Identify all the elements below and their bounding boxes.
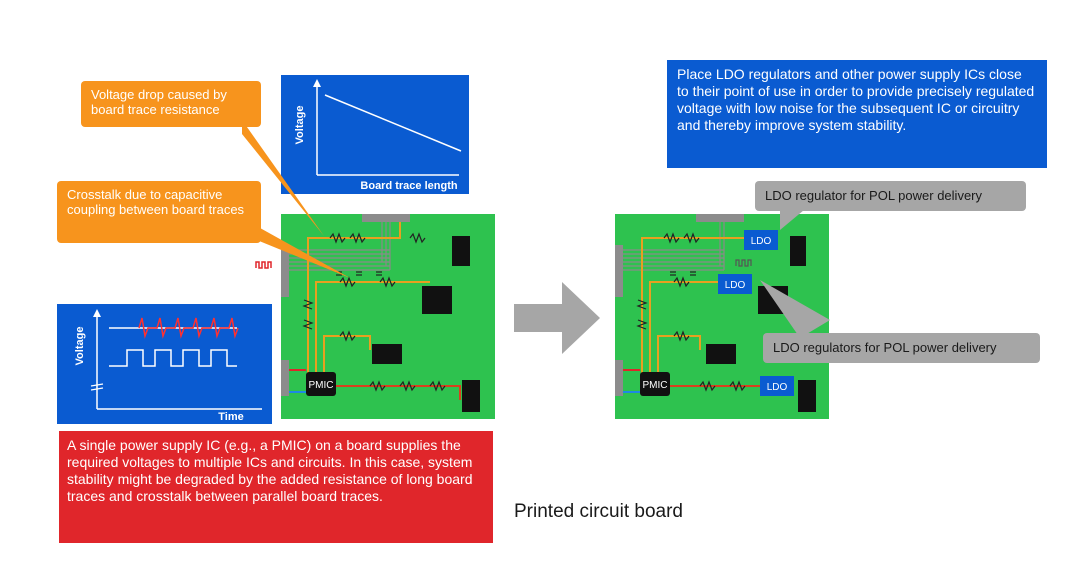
pulse-icon	[735, 259, 752, 267]
ic-chip	[462, 380, 480, 412]
voltage-drop-pointer	[242, 120, 324, 236]
coupling-capacitors	[670, 271, 696, 276]
power-input-connector	[615, 360, 623, 396]
voltage-drop-graph-svg: Voltage Board trace length	[294, 79, 462, 192]
crosstalk-graph: Voltage Time	[57, 304, 272, 424]
ic-chip	[372, 344, 402, 364]
callout-ldo-multi-text: LDO regulators for POL power delivery	[773, 340, 997, 355]
graph-xlabel: Time	[218, 411, 243, 423]
return-traces	[330, 385, 461, 400]
callout-pointers	[242, 120, 350, 278]
y-axis-arrow	[93, 309, 101, 317]
connector-top	[696, 214, 744, 222]
pmic-label: PMIC	[309, 380, 334, 391]
left-pcb-board: PMIC	[255, 214, 495, 419]
ic-chip	[790, 236, 806, 266]
callout-crosstalk: Crosstalk due to capacitive coupling bet…	[57, 181, 261, 243]
y-axis-arrow	[313, 79, 321, 87]
single-pmic-description-text: A single power supply IC (e.g., a PMIC) …	[67, 437, 473, 504]
connector-top	[362, 214, 410, 222]
ldo-placement-note-text: Place LDO regulators and other power sup…	[677, 66, 1035, 133]
callout-voltage-drop-text: Voltage drop caused by board trace resis…	[91, 87, 227, 117]
axis-break	[90, 383, 104, 387]
ic-chip	[422, 286, 452, 314]
coupling-capacitors	[336, 271, 382, 276]
ldo-label: LDO	[767, 382, 788, 393]
callout-ldo-multi: LDO regulators for POL power delivery	[763, 333, 1040, 363]
ldo-callout-pointers	[760, 210, 830, 350]
ldo-placement-note: Place LDO regulators and other power sup…	[667, 60, 1047, 168]
ldo-block	[760, 376, 794, 396]
crosstalk-pulse-icon	[255, 261, 272, 269]
transition-arrow	[514, 282, 600, 354]
pmic-chip	[640, 372, 670, 396]
connector-left	[281, 245, 289, 297]
crosstalk-noise	[138, 317, 239, 339]
crosstalk-pointer	[242, 218, 350, 278]
trace-resistance	[302, 232, 446, 392]
power-input-connector	[281, 360, 289, 396]
voltage-drop-line	[324, 94, 462, 152]
callout-crosstalk-text: Crosstalk due to capacitive coupling bet…	[67, 187, 245, 217]
pmic-chip	[306, 372, 336, 396]
trace-resistance	[636, 232, 746, 392]
callout-ldo-single: LDO regulator for POL power delivery	[755, 181, 1026, 211]
square-wave	[109, 349, 237, 367]
crosstalk-graph-svg: Voltage Time	[74, 309, 262, 423]
ic-chip	[706, 344, 736, 364]
ldo-block	[744, 230, 778, 250]
ldo-multi-pointer	[760, 280, 830, 338]
ldo-single-pointer	[780, 210, 804, 230]
pmic-label: PMIC	[643, 380, 668, 391]
axis-break	[90, 387, 104, 391]
connector-left	[615, 245, 623, 297]
graph-xlabel: Board trace length	[360, 180, 457, 192]
ic-chip	[798, 380, 816, 412]
ldo-label: LDO	[751, 236, 772, 247]
callout-ldo-single-text: LDO regulator for POL power delivery	[765, 188, 983, 203]
ldo-block	[718, 274, 752, 294]
ldo-label: LDO	[725, 280, 746, 291]
right-arrow-icon	[514, 282, 600, 354]
callout-voltage-drop: Voltage drop caused by board trace resis…	[81, 81, 261, 127]
figure-caption: Printed circuit board	[514, 501, 683, 522]
voltage-drop-graph: Voltage Board trace length	[281, 75, 469, 194]
graph-ylabel: Voltage	[74, 327, 86, 366]
single-pmic-description: A single power supply IC (e.g., a PMIC) …	[59, 431, 493, 543]
graph-ylabel: Voltage	[294, 106, 306, 145]
ic-chip	[452, 236, 470, 266]
parallel-bus	[623, 222, 725, 271]
